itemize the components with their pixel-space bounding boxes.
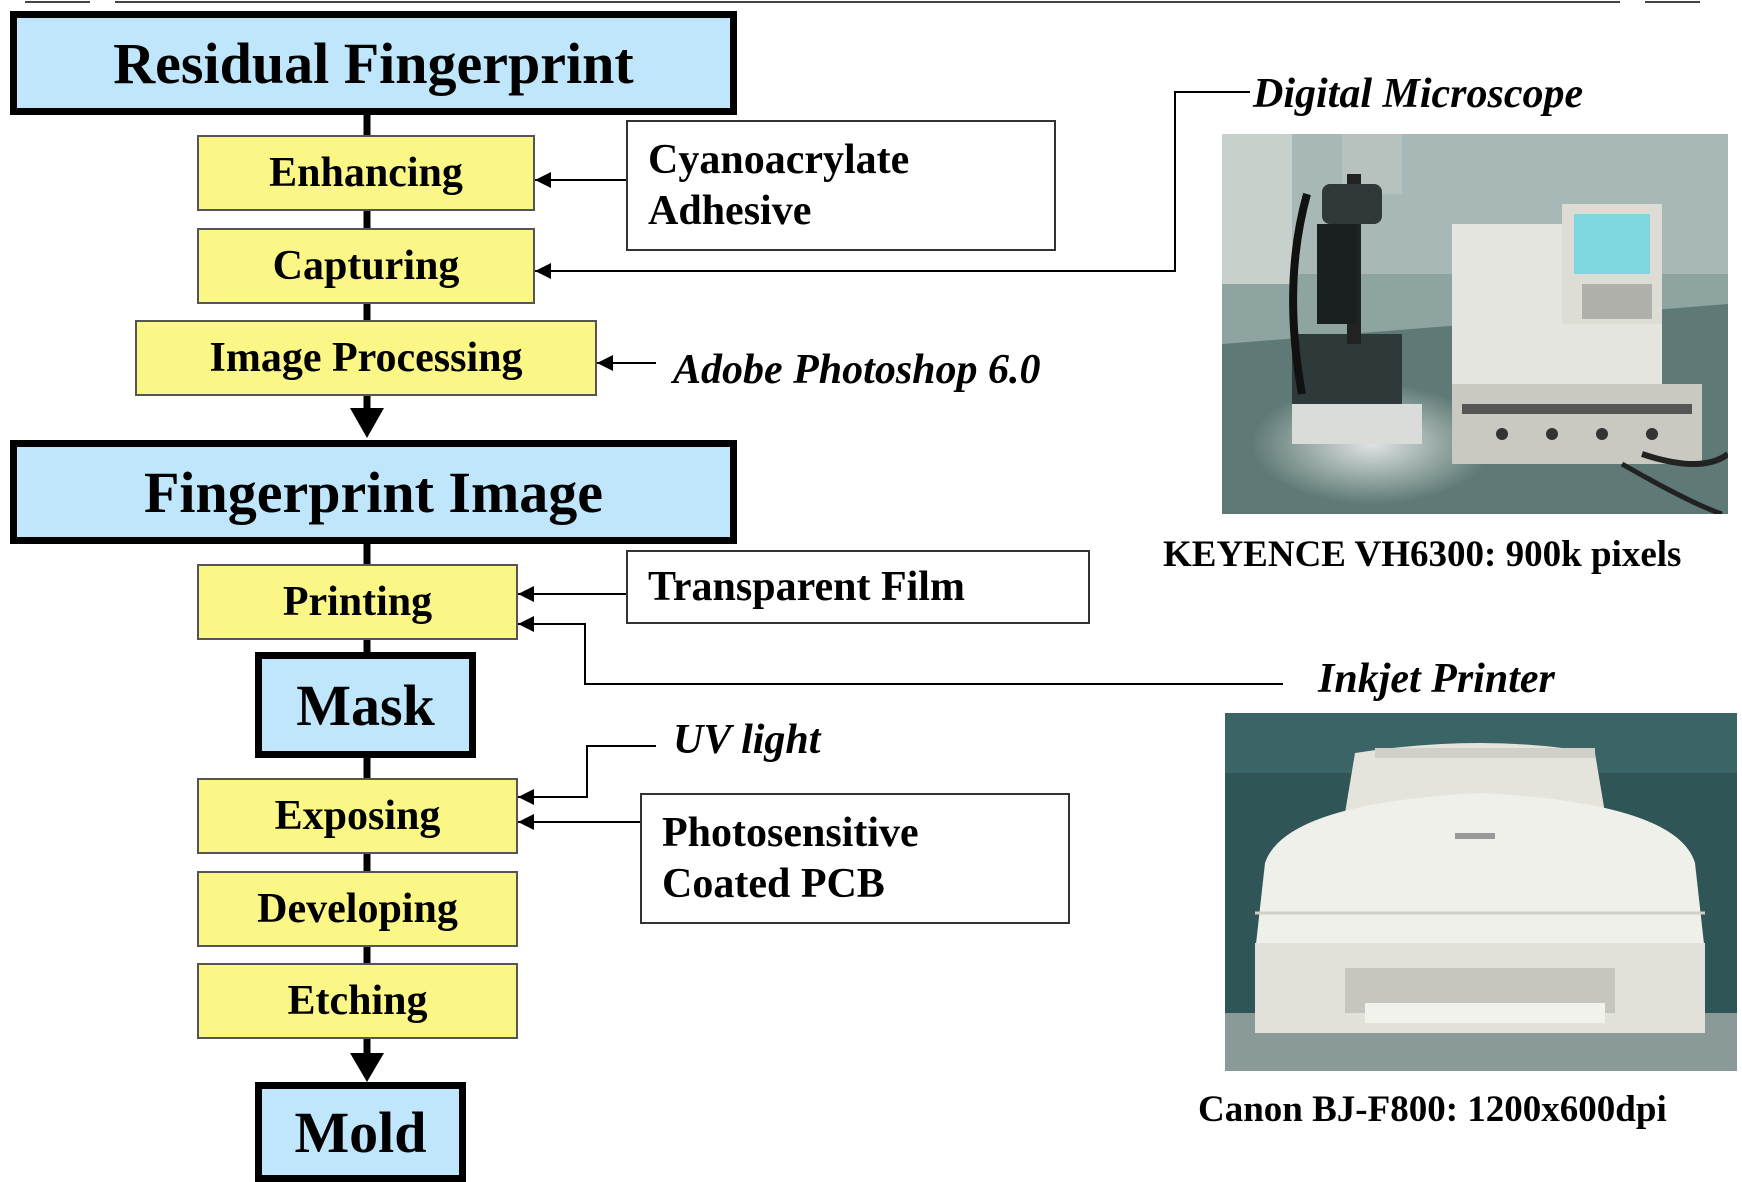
transparent-film-label: Transparent Film xyxy=(648,563,965,610)
arrow-printer-to-printing xyxy=(518,616,1283,685)
fingerprint-image-box: Fingerprint Image xyxy=(10,440,737,544)
inkjet-printer-label: Inkjet Printer xyxy=(1318,656,1555,702)
exposing-step: Exposing xyxy=(197,778,518,854)
microscope-illustration xyxy=(1222,134,1728,514)
mask-box: Mask xyxy=(255,652,476,758)
digital-microscope-label: Digital Microscope xyxy=(1253,71,1584,117)
digital-microscope-photo xyxy=(1222,134,1728,514)
photosensitive-pcb-box: Photosensitive Coated PCB xyxy=(640,793,1070,924)
adobe-photoshop-label: Adobe Photoshop 6.0 xyxy=(673,347,1041,393)
developing-step: Developing xyxy=(197,871,518,947)
printer-caption: Canon BJ-F800: 1200x600dpi xyxy=(1198,1089,1667,1130)
image-processing-step: Image Processing xyxy=(135,320,597,396)
printer-illustration xyxy=(1225,713,1737,1071)
arrow-microscope-to-capturing xyxy=(535,91,1250,279)
mold-box: Mold xyxy=(255,1082,466,1182)
inkjet-printer-photo xyxy=(1225,713,1737,1071)
uv-light-label: UV light xyxy=(673,717,821,763)
cyanoacrylate-adhesive-box: Cyanoacrylate Adhesive xyxy=(626,120,1056,251)
cyanoacrylate-line2: Adhesive xyxy=(648,187,812,234)
transparent-film-box: Transparent Film xyxy=(626,550,1090,624)
pcb-line1: Photosensitive xyxy=(662,810,919,857)
capturing-step: Capturing xyxy=(197,228,535,304)
arrow-uv-to-exposing xyxy=(518,745,656,805)
residual-fingerprint-box: Residual Fingerprint xyxy=(10,11,737,115)
flow-arrowhead xyxy=(350,408,384,438)
cyanoacrylate-line1: Cyanoacrylate xyxy=(648,137,910,184)
printing-step: Printing xyxy=(197,564,518,640)
pcb-line2: Coated PCB xyxy=(662,860,885,907)
flow-arrowhead xyxy=(350,1053,384,1082)
etching-step: Etching xyxy=(197,963,518,1039)
enhancing-step: Enhancing xyxy=(197,135,535,211)
microscope-caption: KEYENCE VH6300: 900k pixels xyxy=(1163,534,1682,575)
